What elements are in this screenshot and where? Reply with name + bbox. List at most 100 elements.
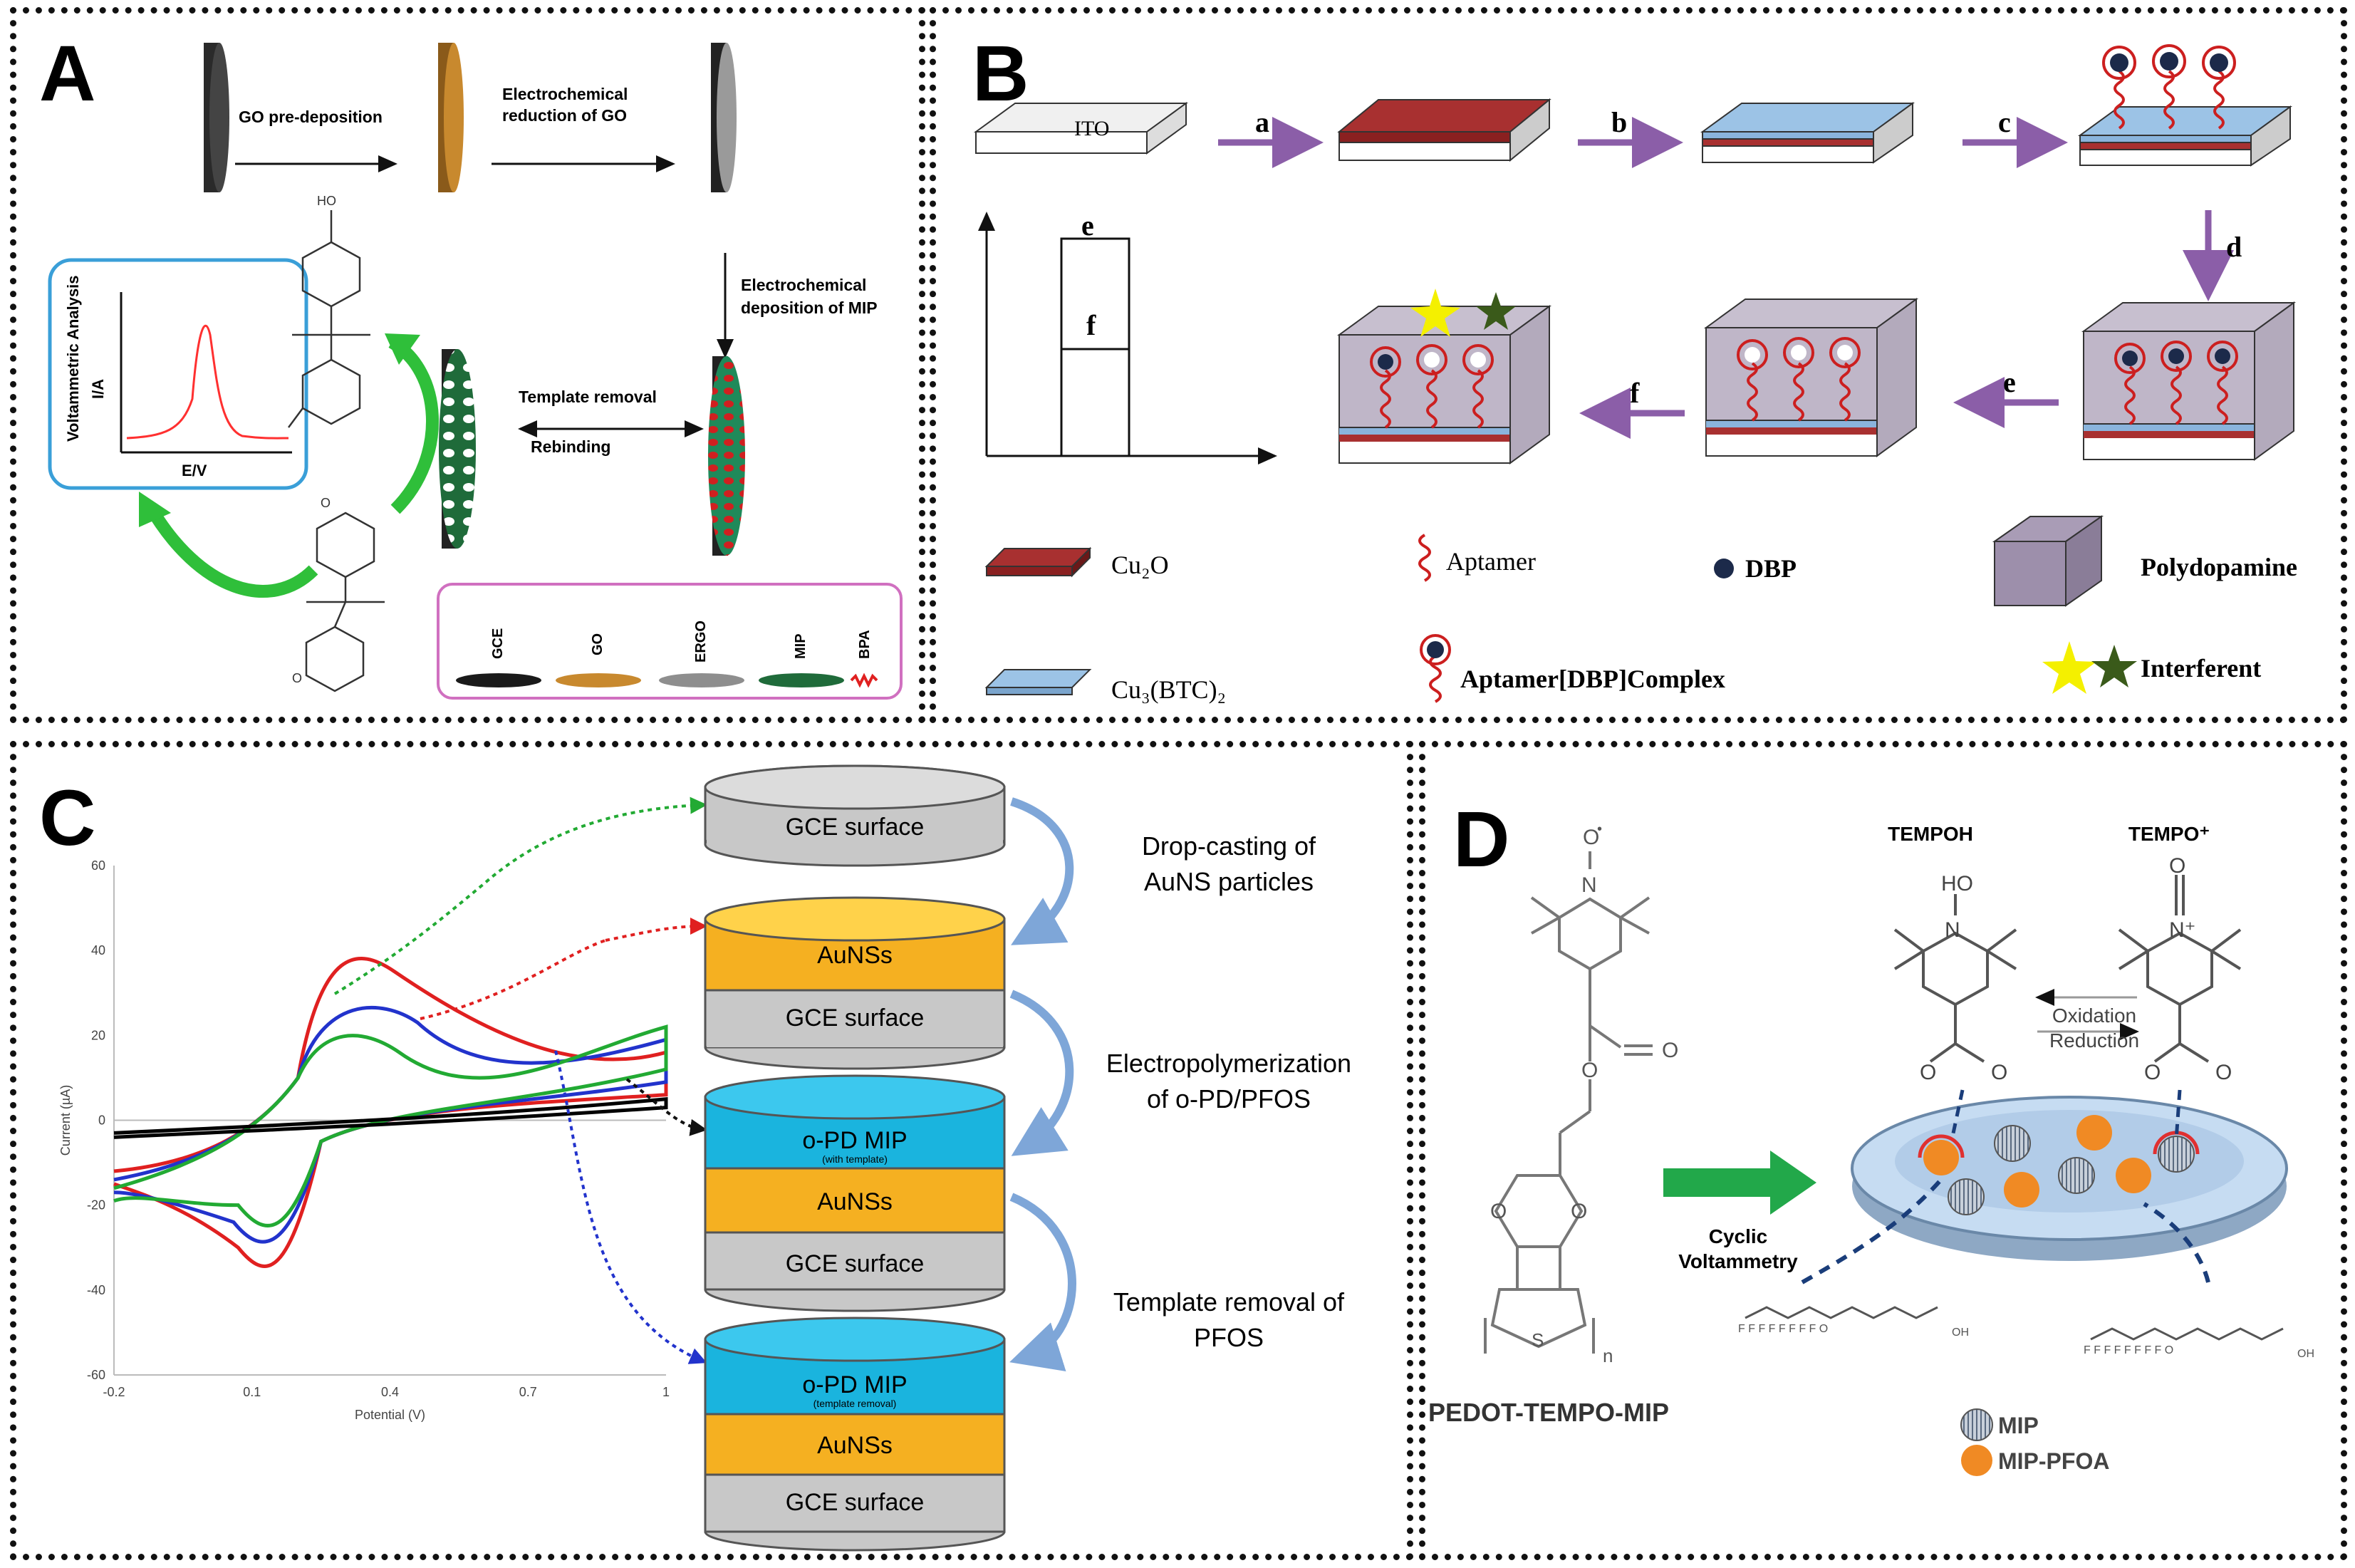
connector-green — [333, 796, 707, 995]
legend-cu2o: Cu₂O — [1111, 551, 1169, 579]
cv-ytick-label: -20 — [87, 1198, 105, 1213]
stack2-gce-label: GCE surface — [786, 1004, 925, 1032]
binding-ring — [1918, 1134, 1965, 1158]
stack-gce-3: o-PD MIP (with template) AuNSs GCE surfa… — [704, 1074, 1006, 1312]
connector-red — [420, 939, 606, 1020]
cv-ytick-label: 60 — [91, 858, 105, 873]
stack-gce-2: AuNSs GCE surface — [704, 896, 1006, 1070]
mip-pfoa-particle — [2116, 1158, 2151, 1193]
stack4-mip-sub: (template removal) — [813, 1398, 897, 1409]
stack-gce-1: GCE surface — [704, 764, 1006, 867]
legend-a-items: GCE GO ERGO MIP BPA — [456, 621, 878, 688]
cv-xlabel: Potential (V) — [355, 1408, 425, 1422]
monomer-o-carbonyl: O — [1662, 1039, 1678, 1062]
pfoa-left-oh: OH — [1952, 1326, 1969, 1339]
mip-particle — [2058, 1157, 2095, 1194]
stack2-ausn-label: AuNSs — [817, 942, 893, 969]
cv-label-1: Cyclic — [1709, 1225, 1768, 1247]
cv-series-curve — [113, 1024, 668, 1227]
legend-mip-label: MIP — [793, 633, 809, 659]
electrode-go — [438, 43, 464, 192]
mol-o-bottom: O — [292, 671, 302, 685]
oxidation-label: Oxidation — [2052, 1004, 2136, 1027]
panel-b-frame — [930, 7, 2347, 723]
legend-gce-label: GCE — [490, 628, 506, 659]
legend-go-label: GO — [590, 633, 605, 655]
legend-star-green — [2091, 645, 2137, 687]
legend-frame-a — [437, 583, 903, 700]
mip-particle — [2158, 1136, 2195, 1173]
panel-b: ITO — [973, 44, 2297, 704]
step-rebinding: Rebinding — [531, 437, 610, 456]
tempo-plus-o-carbonyl: O — [2215, 1061, 2232, 1084]
dashed-line-left-top — [1950, 1089, 1965, 1141]
legend-mip-d: MIP — [1998, 1413, 2039, 1438]
step-arrow-c1 — [1010, 797, 1074, 945]
cv-ytick-label: -60 — [87, 1368, 105, 1382]
green-arrowhead-1 — [385, 333, 420, 365]
step-b-label: b — [1611, 106, 1627, 138]
tempoh-label: TEMPOH — [1888, 823, 1973, 845]
stack3-gce-label: GCE surface — [786, 1250, 925, 1277]
monomer-o-ring-right: O — [1571, 1200, 1587, 1223]
electrode-ergo — [711, 43, 737, 192]
panel-d: O • N O O O O S n PEDOT-TEMPO-MIP Cyclic — [1428, 821, 2314, 1476]
legend-interferent: Interferent — [2141, 654, 2261, 682]
slab-cu2o — [1337, 98, 1551, 162]
bar-f-label: f — [1086, 309, 1096, 341]
mip-electrode-disk — [1851, 1096, 2288, 1261]
panel-c-label: C — [39, 774, 96, 862]
mip-particle — [1948, 1178, 1985, 1215]
mol-o-top: O — [321, 496, 331, 510]
pda-box-empty — [1703, 298, 1919, 457]
step-arrow-c3 — [1009, 1193, 1076, 1371]
interferent-star-green — [1476, 292, 1516, 330]
connector-black — [625, 1078, 707, 1136]
panel-d-label: D — [1453, 796, 1510, 883]
tempo-monomer: O • N — [1484, 821, 1653, 1354]
tempoh-o-ester: O — [1920, 1061, 1936, 1084]
pfoa-right-oh: OH — [2297, 1348, 2314, 1360]
legend-bpa-mark — [850, 673, 878, 688]
legend-aptamer-icon — [1418, 534, 1431, 582]
connector-red-end — [605, 918, 707, 942]
mip-particle — [1994, 1125, 2031, 1162]
pfoa-left-atoms: F F F F F F F F O — [1738, 1323, 1828, 1335]
stack4-ausn-label: AuNSs — [817, 1432, 893, 1459]
c-step3-line2: PFOS — [1194, 1323, 1264, 1352]
step-f-label: f — [1630, 377, 1640, 409]
c-step2-line2: of o-PD/PFOS — [1147, 1084, 1311, 1113]
cv-xtick-label: -0.2 — [103, 1385, 125, 1399]
polymer-label: PEDOT-TEMPO-MIP — [1428, 1398, 1669, 1427]
tempo-plus-n: N⁺ — [2169, 918, 2196, 942]
panel-c-frame — [10, 741, 1413, 1560]
step-a-label: a — [1255, 106, 1269, 138]
panel-d-frame — [1419, 741, 2347, 1560]
legend-pda: Polydopamine — [2141, 553, 2297, 581]
tempo-plus-o: O — [2169, 854, 2185, 878]
slab-aptamer-dbp — [2077, 44, 2293, 167]
pda-box-interferent — [1336, 289, 1552, 464]
step-deposition-mip: deposition of MIP — [741, 298, 878, 317]
legend-aptamer: Aptamer — [1446, 547, 1536, 576]
slab-cubtc — [1700, 102, 1915, 164]
tempo-plus-structure — [2118, 875, 2242, 1063]
mol-oh-label: HO — [317, 194, 336, 208]
bpa-quinone: O O — [292, 496, 385, 692]
dashed-line-right-top — [2174, 1089, 2182, 1141]
cv-xtick-label: 0.1 — [243, 1385, 261, 1399]
legend-b: Cu₂O Cu₃(BTC)₂ Aptamer Aptamer[DBP]Compl… — [984, 515, 2297, 704]
tempoh-oh: HO — [1941, 872, 1973, 895]
cv-ytick-label: 20 — [91, 1028, 105, 1042]
monomer-s: S — [1532, 1329, 1544, 1351]
legend-bpa-label: BPA — [857, 630, 873, 659]
cv-series-curve — [113, 1096, 668, 1139]
panel-a-frame — [10, 7, 925, 723]
stack3-mip-sub: (with template) — [822, 1153, 888, 1165]
stack1-gce-label: GCE surface — [786, 814, 925, 841]
stack3-mip-label: o-PD MIP — [802, 1127, 907, 1154]
pfoa-right-atoms: F F F F F F F F O — [2084, 1344, 2173, 1356]
inset-ylabel-1: Voltammetric Analysis — [64, 275, 82, 442]
stack-gce-4: o-PD MIP (template removal) AuNSs GCE su… — [704, 1317, 1006, 1552]
